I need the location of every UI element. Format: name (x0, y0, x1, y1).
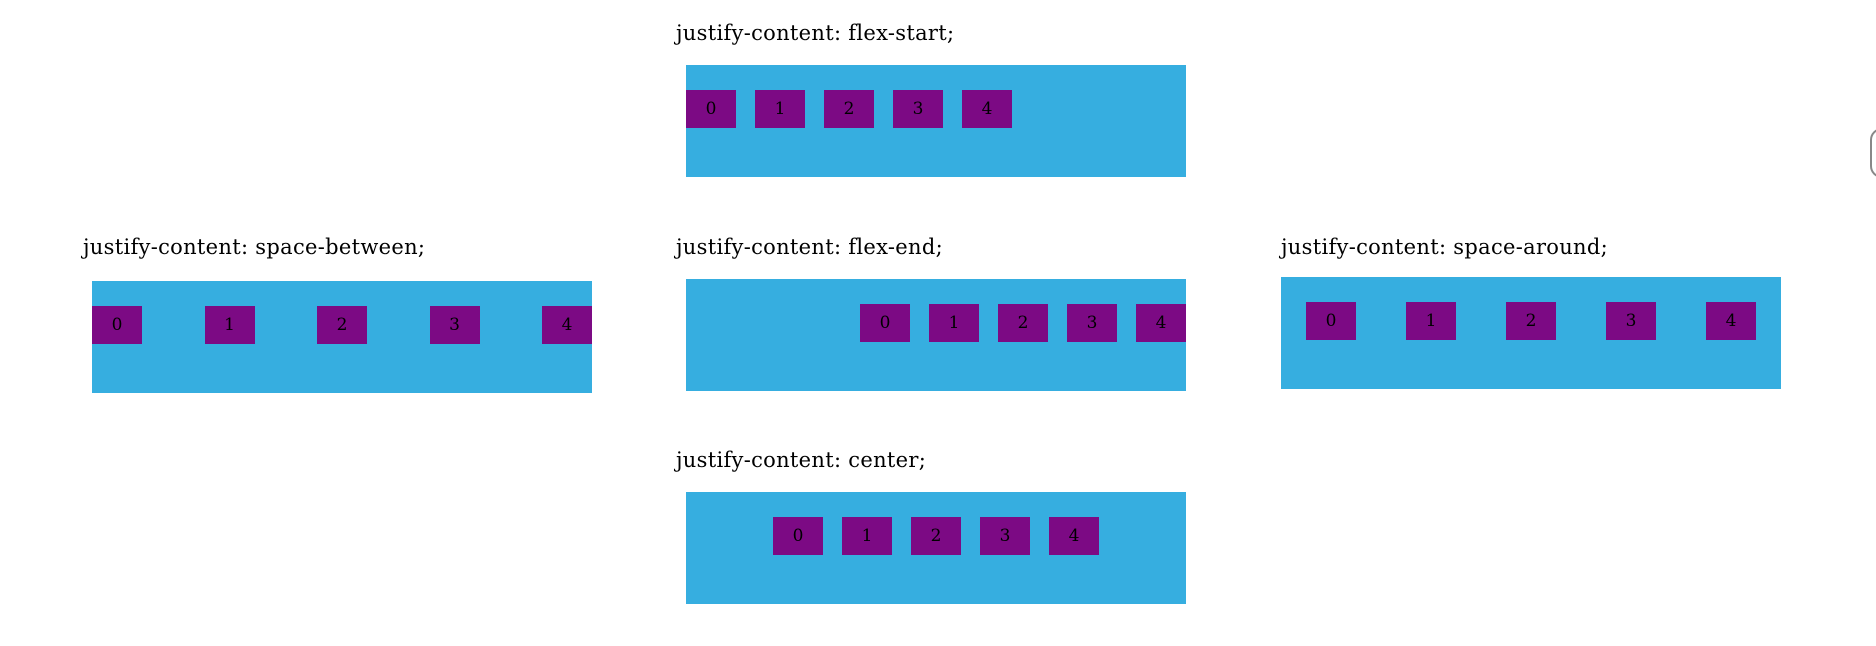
flex-item: 2 (1506, 302, 1556, 340)
flex-item: 2 (998, 304, 1048, 342)
flex-item: 1 (204, 306, 255, 344)
flex-item: 2 (317, 306, 367, 344)
panel-title: justify-content: flex-end; (676, 235, 943, 259)
panel-flex-start: justify-content: flex-start; 0 1 2 3 4 (676, 17, 1186, 177)
flex-item: 3 (893, 90, 943, 128)
flex-item: 4 (1049, 517, 1099, 555)
flex-item: 1 (755, 90, 805, 128)
flex-item: 0 (773, 517, 823, 555)
flex-item: 4 (542, 306, 592, 344)
flex-item: 0 (686, 90, 736, 128)
panel-space-around: justify-content: space-around; 0 1 2 3 4 (1281, 231, 1781, 389)
flex-item: 4 (1706, 302, 1756, 340)
flex-item: 4 (1136, 304, 1186, 342)
flex-item: 1 (929, 304, 979, 342)
flex-item: 1 (1406, 302, 1456, 340)
panel-flex-end: justify-content: flex-end; 0 1 2 3 4 (676, 231, 1186, 391)
edge-widget[interactable] (1870, 128, 1876, 178)
panel-title: justify-content: flex-start; (676, 21, 955, 45)
panel-title: justify-content: space-around; (1281, 235, 1609, 259)
flex-item: 0 (92, 306, 142, 344)
flex-item: 3 (980, 517, 1030, 555)
flex-container: 0 1 2 3 4 (686, 279, 1186, 391)
panel-title: justify-content: space-between; (83, 235, 426, 259)
flex-item: 2 (824, 90, 874, 128)
flex-item: 4 (962, 90, 1012, 128)
flex-item: 0 (860, 304, 910, 342)
flex-container: 0 1 2 3 4 (686, 492, 1186, 604)
flex-item: 3 (429, 306, 480, 344)
panel-title: justify-content: center; (676, 448, 927, 472)
flex-item: 1 (842, 517, 892, 555)
flex-item: 3 (1606, 302, 1656, 340)
flex-container: 0 1 2 3 4 (686, 65, 1186, 177)
flex-container: 0 1 2 3 4 (92, 281, 592, 393)
panel-center: justify-content: center; 0 1 2 3 4 (676, 444, 1186, 604)
flex-item: 3 (1067, 304, 1117, 342)
panel-space-between: justify-content: space-between; 0 1 2 3 … (83, 231, 592, 393)
flex-item: 0 (1306, 302, 1356, 340)
flex-container: 0 1 2 3 4 (1281, 277, 1781, 389)
flex-item: 2 (911, 517, 961, 555)
